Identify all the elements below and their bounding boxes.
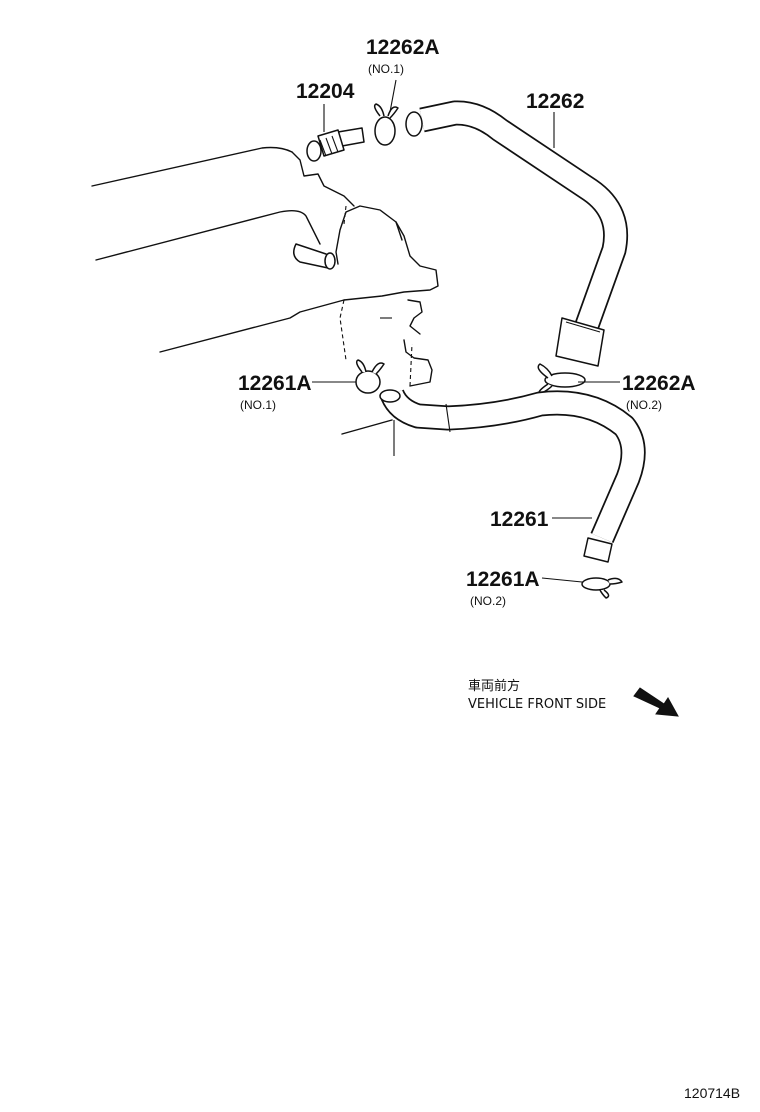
orientation-english: VEHICLE FRONT SIDE xyxy=(468,697,606,712)
callout-12262a-no1-sub: (NO.1) xyxy=(368,62,404,76)
callout-12261a-no1: 12261A xyxy=(238,372,312,395)
callout-12262a-no1: 12262A xyxy=(366,36,440,59)
callout-12262a-no2: 12262A xyxy=(622,372,696,395)
arrow-down-right-icon xyxy=(633,687,679,717)
engine-head-outline xyxy=(91,146,439,456)
pcv-valve-part xyxy=(306,127,365,162)
callout-12204: 12204 xyxy=(296,80,355,103)
clamp-lower-no1-part xyxy=(355,359,385,394)
leader-lines xyxy=(312,79,620,583)
clamp-upper-no1-part xyxy=(373,103,399,146)
hose-upper-part xyxy=(405,100,629,367)
callout-12261a-no2-sub: (NO.2) xyxy=(470,594,506,608)
figure-id: 120714B xyxy=(684,1085,740,1101)
clamp-upper-no2-part xyxy=(537,363,586,395)
hose-lower-part xyxy=(379,388,646,563)
callout-12261a-no2: 12261A xyxy=(466,568,540,591)
callout-12262a-no2-sub: (NO.2) xyxy=(626,398,662,412)
orientation-japanese: 車両前方 xyxy=(468,678,520,694)
callout-12261: 12261 xyxy=(490,508,549,531)
callout-12261a-no1-sub: (NO.1) xyxy=(240,398,276,412)
callout-12262: 12262 xyxy=(526,90,584,113)
clamp-lower-no2-part xyxy=(581,577,623,599)
